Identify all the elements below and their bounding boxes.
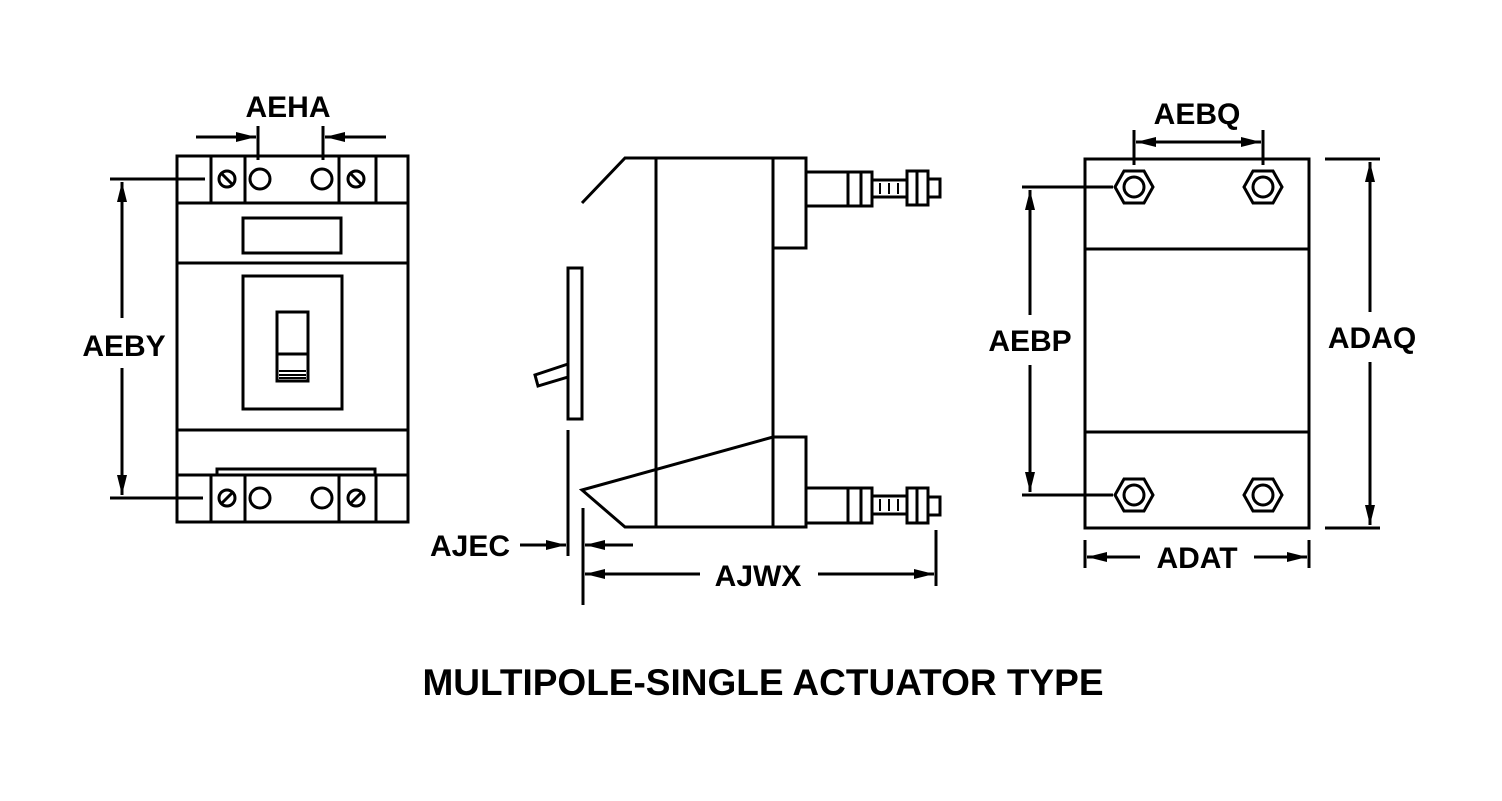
hex-nut-icon: [1242, 477, 1284, 513]
slotted-screw-icon: [217, 169, 237, 189]
terminal-hole-icon: [248, 167, 272, 191]
terminal-hole-icon: [248, 486, 272, 510]
hex-nut-icon: [1242, 169, 1284, 205]
dimension-label-adaq: ADAQ: [1328, 322, 1416, 355]
dimension-aebq: AEBQ: [1132, 98, 1265, 165]
dimension-ajwx: AJWX: [585, 530, 938, 593]
dimension-adat: ADAT: [1083, 540, 1311, 575]
bottom-terminal-block: [209, 475, 378, 522]
terminal-hole-icon: [310, 486, 334, 510]
slotted-screw-icon: [346, 488, 366, 508]
dimension-label-aeha: AEHA: [245, 91, 330, 124]
dimension-aeha: AEHA: [196, 91, 386, 160]
dimension-label-aebq: AEBQ: [1154, 98, 1241, 131]
bottom-stud: [804, 486, 942, 525]
terminal-cover-edge: [215, 467, 377, 477]
handle-escutcheon: [241, 274, 344, 411]
slotted-screw-icon: [217, 488, 237, 508]
hex-nut-icon: [1113, 169, 1155, 205]
dimension-adaq: ADAQ: [1325, 157, 1416, 530]
dimension-label-aebp: AEBP: [988, 325, 1071, 358]
side-body: [578, 156, 808, 529]
dimension-ajec: AJEC: [430, 430, 633, 605]
front-view: AEHA AEBY: [82, 91, 410, 524]
dimension-label-ajwx: AJWX: [715, 560, 802, 593]
rear-body: [1083, 157, 1311, 530]
terminal-hole-icon: [310, 167, 334, 191]
rear-view: AEBQ AEBP ADAQ ADAT: [988, 98, 1416, 575]
dimension-aeby: AEBY: [82, 177, 205, 500]
dimension-label-adat: ADAT: [1156, 542, 1237, 575]
dimension-label-ajec: AJEC: [430, 530, 510, 563]
dimension-label-aeby: AEBY: [82, 330, 165, 363]
top-terminal-block: [209, 156, 378, 203]
top-stud: [804, 169, 942, 208]
hex-nut-icon: [1113, 477, 1155, 513]
slotted-screw-icon: [346, 169, 366, 189]
diagram-title: MULTIPOLE-SINGLE ACTUATOR TYPE: [422, 662, 1103, 703]
front-body: [175, 154, 410, 524]
label-window: [241, 216, 343, 255]
toggle-handle: [275, 310, 310, 383]
side-view: AJEC AJWX: [430, 156, 942, 605]
dimension-aebp: AEBP: [988, 185, 1113, 497]
actuator-lever: [533, 361, 570, 388]
actuator-plate: [566, 266, 584, 421]
